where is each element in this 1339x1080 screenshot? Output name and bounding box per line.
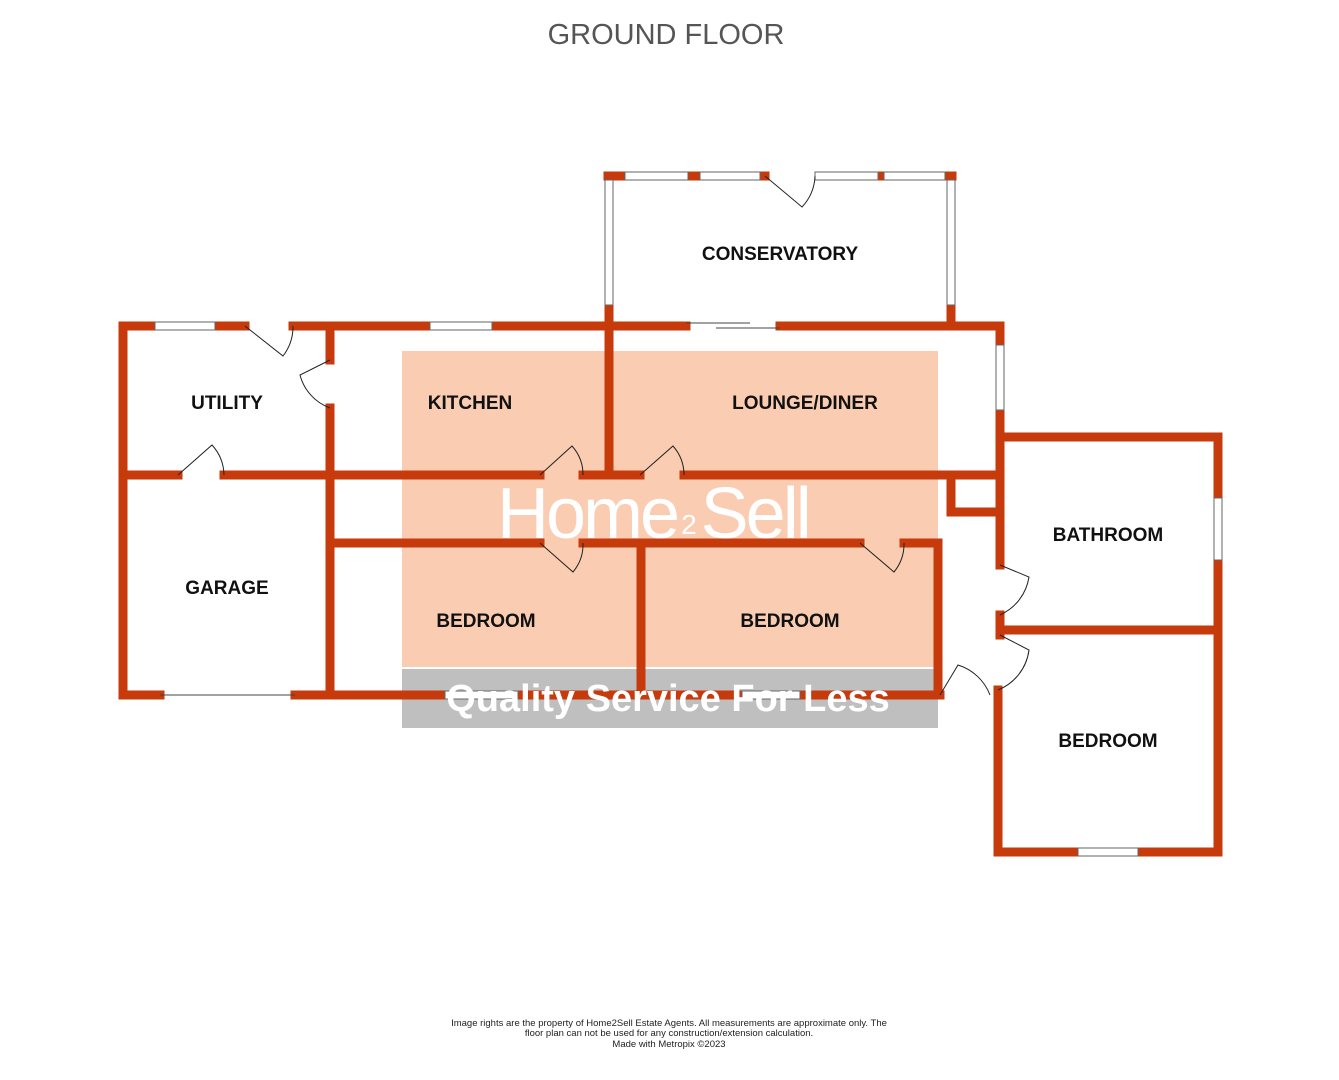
label-bathroom: BATHROOM xyxy=(1053,525,1163,546)
wall-cupboard xyxy=(946,473,1000,517)
windows xyxy=(154,171,1223,857)
door-conservatory xyxy=(764,175,816,208)
door-utility-kitchen xyxy=(299,359,331,409)
watermark-tagline: Quality Service For Less xyxy=(446,678,890,720)
watermark-brand-number: 2 xyxy=(681,509,697,540)
window-bedroom1 xyxy=(444,690,519,700)
door-utility-external xyxy=(244,325,294,357)
window-cons-east xyxy=(946,179,956,306)
label-kitchen: KITCHEN xyxy=(428,393,512,414)
window-cons-1 xyxy=(624,171,689,181)
openings xyxy=(160,322,780,696)
door-garage xyxy=(177,444,225,476)
door-bedroom2 xyxy=(859,542,905,573)
floor-title: GROUND FLOOR xyxy=(548,19,785,51)
disclaimer-line-1: Image rights are the property of Home2Se… xyxy=(451,1018,887,1029)
label-garage: GARAGE xyxy=(185,578,268,599)
door-lounge xyxy=(639,445,685,476)
window-cons-4 xyxy=(883,171,946,181)
label-bedroom-2: BEDROOM xyxy=(740,611,839,632)
door-bedroom3 xyxy=(997,634,1030,691)
door-bedroom1 xyxy=(539,542,584,573)
window-utility xyxy=(154,321,216,331)
watermark-panel xyxy=(402,351,938,667)
room-labels: CONSERVATORY UTILITY KITCHEN LOUNGE/DINE… xyxy=(185,244,1163,752)
label-conservatory: CONSERVATORY xyxy=(702,244,859,265)
door-kitchen xyxy=(539,445,584,476)
walls xyxy=(118,171,1223,857)
door-bathroom xyxy=(999,564,1030,616)
doors xyxy=(177,175,1030,696)
window-bathroom xyxy=(1213,497,1223,561)
window-bedroom3 xyxy=(1077,847,1139,857)
disclaimer-line-2: floor plan can not be used for any const… xyxy=(525,1028,813,1039)
window-kitchen xyxy=(429,321,493,331)
window-bedroom2 xyxy=(741,690,801,700)
watermark-brand-sell: Sell xyxy=(701,474,809,554)
window-cons-2 xyxy=(699,171,761,181)
label-utility: UTILITY xyxy=(191,393,263,414)
door-front xyxy=(939,664,991,696)
window-lounge-east xyxy=(995,344,1005,411)
label-bedroom-1: BEDROOM xyxy=(436,611,535,632)
label-lounge-diner: LOUNGE/DINER xyxy=(732,393,878,414)
watermark-brand-home: Home xyxy=(497,474,677,554)
disclaimer: Image rights are the property of Home2Se… xyxy=(451,1018,887,1050)
window-cons-3 xyxy=(814,171,879,181)
disclaimer-line-3: Made with Metropix ©2023 xyxy=(612,1039,725,1050)
label-bedroom-3: BEDROOM xyxy=(1058,731,1157,752)
window-cons-west xyxy=(604,179,614,306)
